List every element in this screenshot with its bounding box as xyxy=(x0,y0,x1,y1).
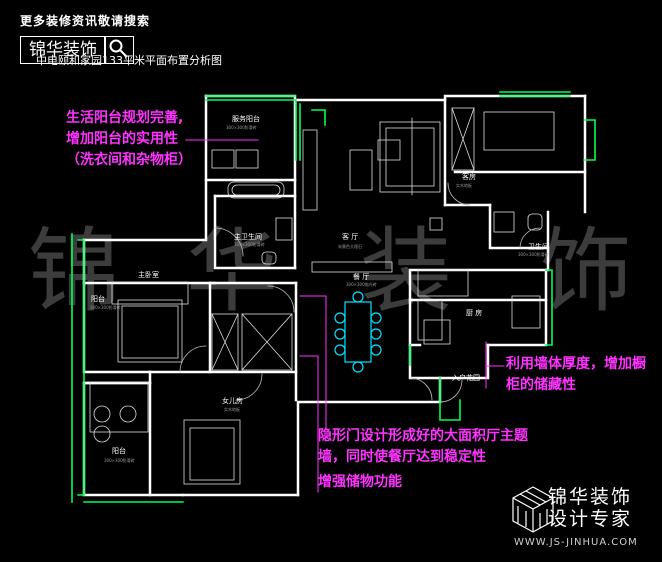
logo-text: 锦华装饰 xyxy=(20,36,106,64)
watermark-char: 锦 xyxy=(28,218,121,325)
room-spec: 300×300防滑砖 xyxy=(104,458,135,463)
room-name: 主卫生间 xyxy=(234,233,262,241)
room-spec: 米黄色大理石 xyxy=(338,244,362,249)
room-spec: 300×300防滑砖 xyxy=(90,305,121,310)
hidden-door-annotation: 隐形门设计形成好的大面积厅主题墙，同时使餐厅达到稳定性 xyxy=(318,428,528,465)
windows xyxy=(71,91,596,503)
room-name: 卫生间 xyxy=(528,243,549,251)
room-name: 主卧室 xyxy=(138,271,159,279)
walls xyxy=(82,94,587,497)
watermark-char: 饰 xyxy=(540,218,633,325)
storage-annotation: 增强储物功能 xyxy=(318,474,402,490)
brand-name-line2: 设计专家 xyxy=(548,508,633,530)
search-button[interactable] xyxy=(104,36,134,64)
room-name: 餐 厅 xyxy=(353,273,370,281)
room-name: 服务阳台 xyxy=(232,115,260,123)
search-icon xyxy=(109,39,128,58)
room-spec: 300×300防滑砖 xyxy=(234,242,265,247)
doors xyxy=(179,182,541,403)
watermark-char: 装 xyxy=(360,218,453,325)
brand-name-line1: 锦华装饰 xyxy=(548,486,633,508)
cabinet-annotation: 利用墙体厚度，增加橱柜的储藏性 xyxy=(506,356,646,393)
room-spec: 实木地板 xyxy=(456,183,472,188)
room-name: 女儿房 xyxy=(222,397,243,405)
room-name: 客房 xyxy=(462,173,476,181)
brand-url: WWW.JS-JINHUA.COM xyxy=(514,537,638,548)
room-spec: 实木地板 xyxy=(224,407,240,412)
balcony-annotation: 生活阳台规划完善,增加阳台的实用性（洗衣间和杂物柜） xyxy=(66,110,192,168)
furniture xyxy=(89,107,555,485)
room-name: 入户花园 xyxy=(452,374,480,382)
plan-title: 中电颐和家园133平米平面布置分析图 xyxy=(36,54,222,67)
brand-name: 锦华装饰 设计专家 xyxy=(548,486,632,530)
dining-table xyxy=(334,291,382,373)
room-name: 阳台 xyxy=(112,447,126,455)
room-spec: 300×300防滑砖 xyxy=(226,125,257,130)
room-name: 客 厅 xyxy=(342,233,359,241)
room-name: 厨 房 xyxy=(466,309,483,317)
room-name: 阳台 xyxy=(91,295,105,303)
room-spec: 300×300抛光砖 xyxy=(346,282,377,287)
leader-lines xyxy=(185,139,505,493)
watermark-char: 华 xyxy=(186,218,279,325)
room-spec: 300×300防滑砖 xyxy=(518,252,549,257)
site-hint: 更多装修资讯敬请搜索 xyxy=(20,14,151,28)
brand-cube-icon xyxy=(512,486,554,533)
